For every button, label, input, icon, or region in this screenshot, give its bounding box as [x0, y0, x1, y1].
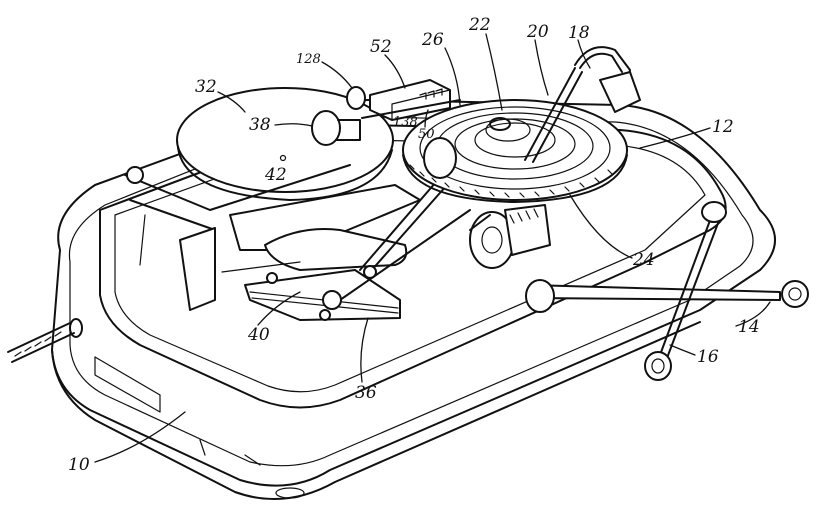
arm-18: [524, 46, 641, 163]
arm-assembly: [124, 159, 471, 321]
motor-cluster: [423, 137, 551, 269]
label-18: 18: [568, 23, 590, 43]
label-20: 20: [526, 22, 549, 42]
knob-38: [311, 110, 361, 146]
label-42: 42: [264, 165, 287, 185]
label-50: 50: [418, 127, 435, 142]
label-128: 128: [296, 52, 321, 67]
label-22: 22: [468, 15, 491, 35]
turntable: [402, 99, 628, 203]
label-16: 16: [697, 347, 719, 367]
reference-labels: 10 12 14 16 18 20 22 24 26 32 36 38 40 4…: [68, 15, 771, 475]
label-14: 14: [738, 317, 760, 337]
lever-14: [525, 279, 809, 313]
power-cord: [7, 318, 83, 363]
label-52: 52: [370, 37, 392, 57]
label-32: 32: [195, 77, 217, 97]
platter-32: [176, 87, 394, 201]
label-36: 36: [355, 383, 377, 403]
label-24: 24: [632, 250, 655, 270]
label-12: 12: [712, 117, 734, 137]
head-block-52: [346, 79, 461, 121]
lever-16: [644, 201, 727, 381]
label-10: 10: [68, 455, 90, 475]
label-138: 138: [393, 115, 418, 130]
label-38: 38: [249, 115, 271, 135]
label-40: 40: [247, 325, 270, 345]
label-26: 26: [421, 30, 444, 50]
